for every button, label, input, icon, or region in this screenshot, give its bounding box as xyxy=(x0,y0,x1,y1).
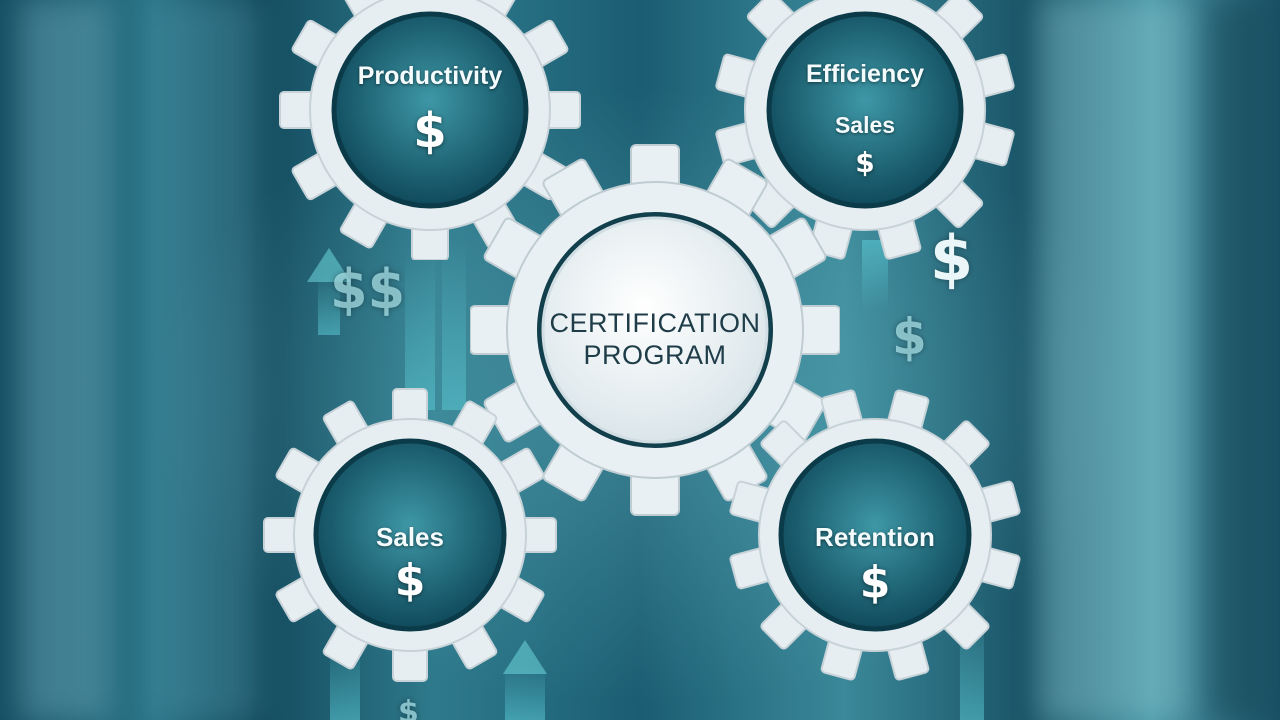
gear-icon xyxy=(469,144,841,516)
gear-icon xyxy=(715,0,1015,260)
dollar-icon: $ xyxy=(394,555,426,606)
up-arrow-icon xyxy=(307,248,351,282)
background-pane xyxy=(20,0,110,720)
background-pane xyxy=(150,0,260,720)
up-arrow-icon xyxy=(405,250,435,410)
gear-icon xyxy=(263,388,557,682)
center-title-line2: PROGRAM xyxy=(583,340,727,370)
efficiency-gear: Efficiency Sales $ xyxy=(705,0,1025,260)
floating-dollar-icon: $ xyxy=(892,308,927,366)
up-arrow-icon xyxy=(318,275,340,335)
dollar-icon: $ xyxy=(855,146,875,179)
dollar-icon: $ xyxy=(413,103,447,159)
floating-dollar-icon: $ xyxy=(398,695,419,720)
sales-gear: Sales $ xyxy=(255,385,565,685)
gear-icon xyxy=(729,389,1021,681)
gear-label: Productivity xyxy=(357,62,503,90)
up-arrow-icon xyxy=(503,640,547,674)
floating-dollar-icon: $ xyxy=(930,222,974,295)
background-pane xyxy=(1210,0,1270,720)
gear-sublabel: Sales xyxy=(834,112,896,138)
dollar-icon: $ xyxy=(859,557,891,608)
up-arrow-icon xyxy=(505,665,545,720)
up-arrow-icon xyxy=(442,240,466,410)
floating-dollar-icon: $$ xyxy=(330,258,406,321)
background-pane xyxy=(1040,0,1190,720)
retention-gear: Retention $ xyxy=(720,385,1030,685)
gear-label: Retention xyxy=(815,522,935,552)
gear-label: Efficiency xyxy=(805,60,925,88)
gear-label: Sales xyxy=(376,522,444,552)
productivity-gear: Productivity $ xyxy=(270,0,590,261)
certification-gear: CERTIFICATION PROGRAM xyxy=(469,140,841,520)
gear-icon xyxy=(279,0,581,261)
center-title-line1: CERTIFICATION xyxy=(549,308,761,338)
